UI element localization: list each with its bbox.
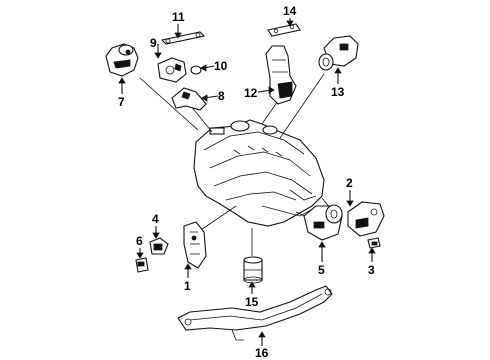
callout-1: 1	[184, 279, 191, 293]
mount-part-10	[190, 65, 202, 75]
mount-part-7	[105, 43, 139, 77]
mount-part-16	[177, 285, 333, 341]
mount-part-3	[367, 237, 381, 249]
callout-12: 12	[244, 86, 258, 100]
mount-part-2	[347, 201, 385, 237]
callout-14: 14	[283, 4, 297, 18]
callout-2: 2	[346, 176, 353, 190]
callout-5: 5	[318, 263, 325, 277]
callout-arrows	[118, 18, 376, 346]
mount-part-6	[135, 257, 149, 273]
callout-13: 13	[331, 85, 345, 99]
callout-8: 8	[218, 89, 225, 103]
callout-9: 9	[150, 36, 157, 50]
callout-15: 15	[245, 295, 259, 309]
mount-part-14	[267, 23, 301, 37]
mount-part-5	[303, 204, 343, 241]
mount-part-11	[160, 31, 206, 45]
callout-10: 10	[214, 59, 228, 73]
engine-block	[193, 119, 325, 227]
callout-3: 3	[368, 263, 375, 277]
callout-7: 7	[118, 95, 125, 109]
mount-part-4	[149, 237, 169, 255]
mount-part-8	[171, 87, 207, 111]
mount-part-1	[183, 221, 207, 269]
callout-11: 11	[172, 10, 185, 24]
mount-part-13	[318, 35, 359, 71]
callout-6: 6	[136, 234, 143, 248]
mount-part-12	[265, 45, 297, 105]
mount-part-9	[157, 57, 187, 83]
callout-4: 4	[152, 212, 159, 226]
callout-16: 16	[255, 346, 269, 360]
mount-part-15	[243, 256, 263, 284]
